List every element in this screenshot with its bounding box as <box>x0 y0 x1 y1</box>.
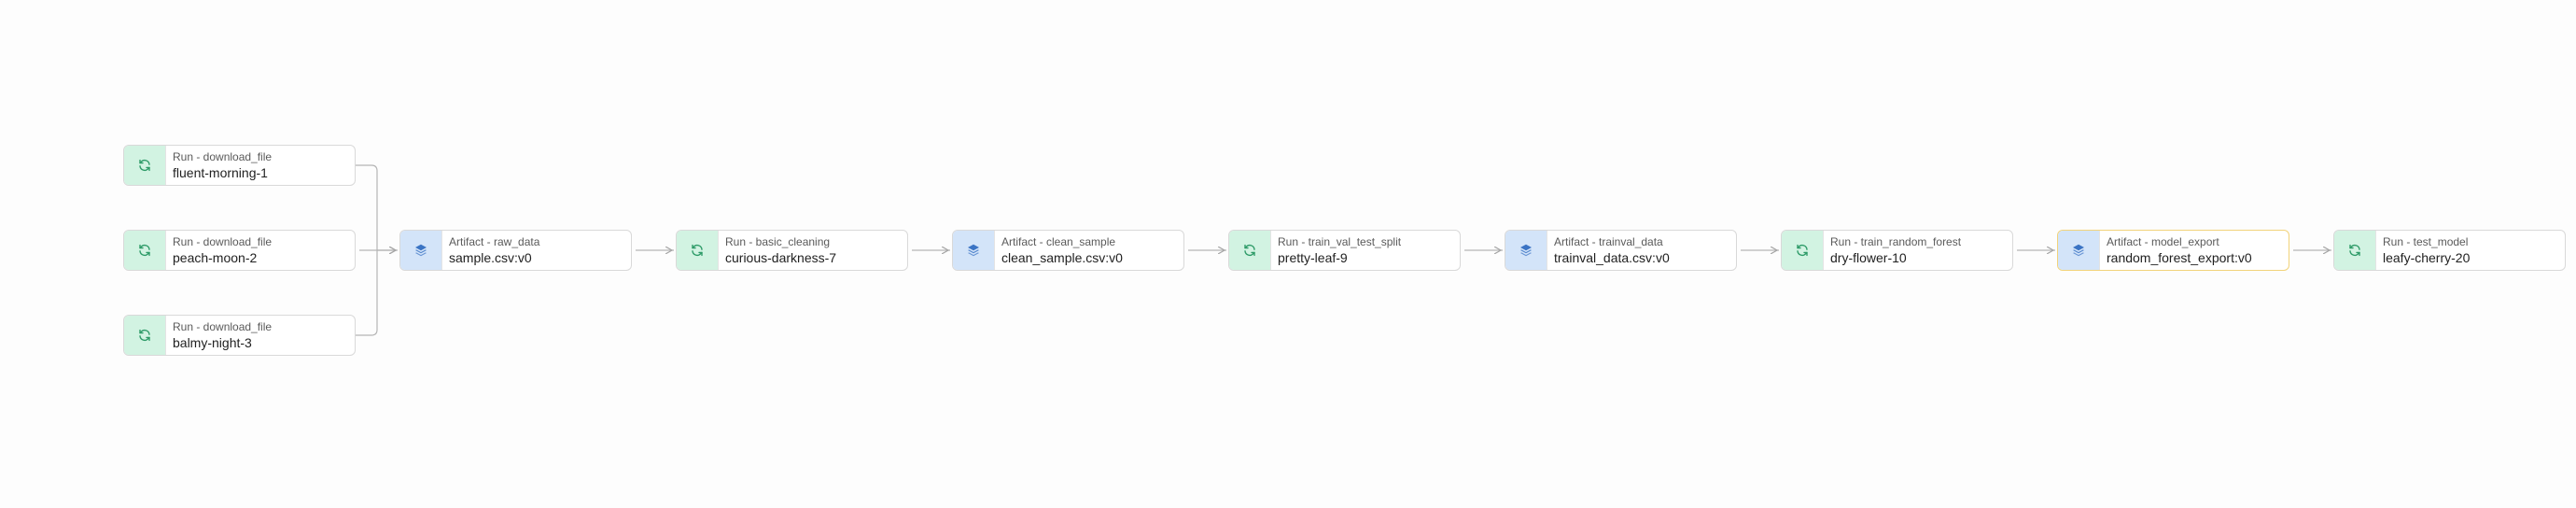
node-name-label: dry-flower-10 <box>1830 249 1907 265</box>
layers-icon <box>2058 231 2100 270</box>
refresh-icon <box>124 146 166 185</box>
node-kind-label: Artifact - clean_sample <box>1001 234 1116 248</box>
node-name-label: peach-moon-2 <box>173 249 258 265</box>
node-name-label: clean_sample.csv:v0 <box>1001 249 1123 265</box>
layers-icon <box>400 231 442 270</box>
node-name-label: sample.csv:v0 <box>449 249 532 265</box>
edge-dl3-raw <box>356 250 378 336</box>
node-kind-label: Run - basic_cleaning <box>725 234 831 248</box>
node-kind-label: Artifact - model_export <box>2107 234 2219 248</box>
node-kind-label: Run - download_file <box>173 234 273 248</box>
refresh-icon <box>1782 231 1824 270</box>
edge-dl1-raw <box>356 164 378 250</box>
refresh-icon <box>677 231 719 270</box>
layers-icon <box>1505 231 1547 270</box>
refresh-icon <box>2334 231 2376 270</box>
node-kind-label: Run - download_file <box>173 319 273 333</box>
node-kind-label: Run - train_random_forest <box>1830 234 1962 248</box>
node-name-label: random_forest_export:v0 <box>2107 249 2252 265</box>
node-name-label: balmy-night-3 <box>173 334 252 350</box>
node-name-label: pretty-leaf-9 <box>1278 249 1348 265</box>
node-name-label: leafy-cherry-20 <box>2383 249 2471 265</box>
node-kind-label: Run - train_val_test_split <box>1278 234 1402 248</box>
node-name-label: trainval_data.csv:v0 <box>1554 249 1670 265</box>
node-name-label: fluent-morning-1 <box>173 164 268 180</box>
node-name-label: curious-darkness-7 <box>725 249 837 265</box>
node-kind-label: Artifact - trainval_data <box>1554 234 1663 248</box>
layers-icon <box>953 231 995 270</box>
refresh-icon <box>124 316 166 355</box>
node-kind-label: Artifact - raw_data <box>449 234 540 248</box>
refresh-icon <box>124 231 166 270</box>
node-kind-label: Run - download_file <box>173 149 273 163</box>
node-kind-label: Run - test_model <box>2383 234 2469 248</box>
refresh-icon <box>1229 231 1271 270</box>
